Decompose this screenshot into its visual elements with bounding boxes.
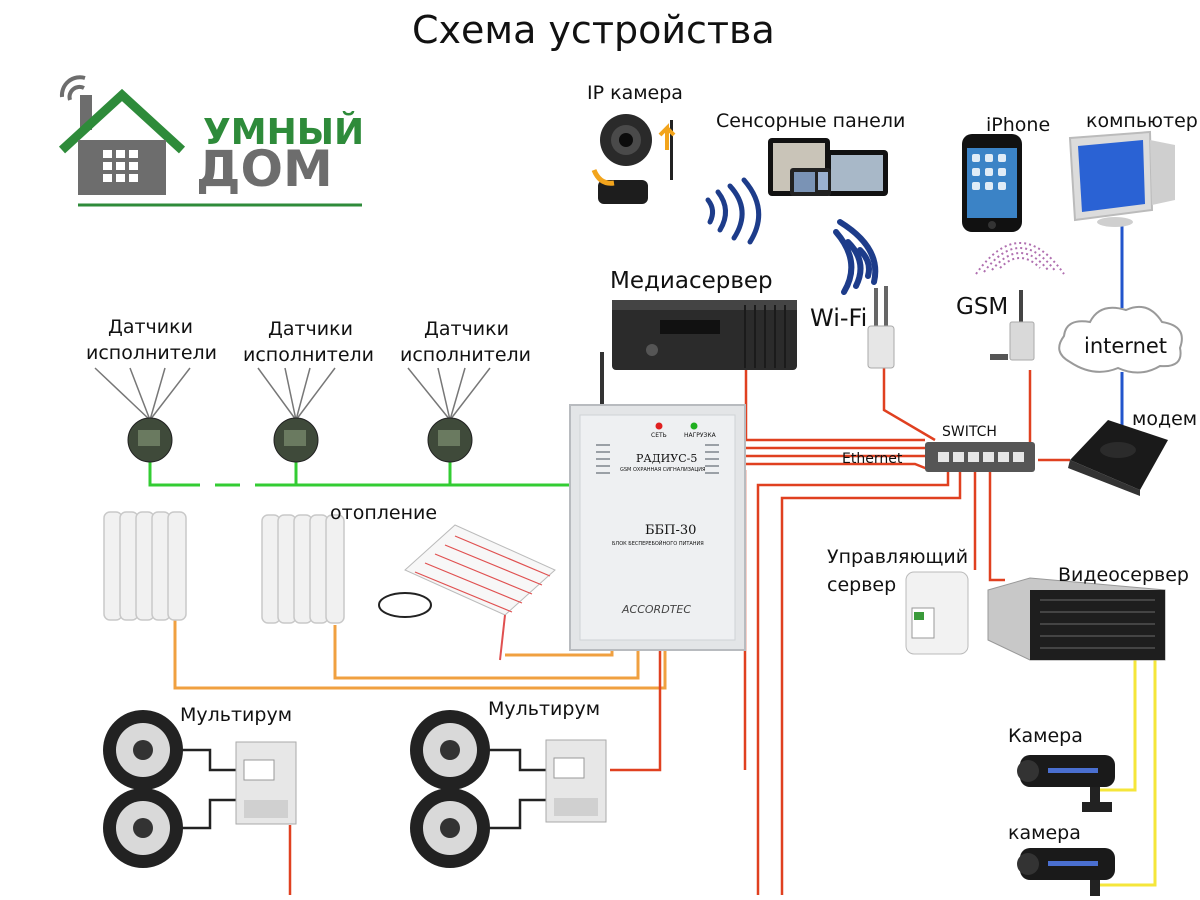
wifi-access-point-device [867,286,895,369]
radiator-2 [261,514,345,624]
wifi-signal-icon [833,219,879,295]
heating-mat-device [378,524,556,661]
panel-ups-model: ББП-30 [645,523,697,538]
iphone-device [962,134,1022,232]
logo-text-line2: ДОМ [196,140,333,198]
panel-status-1: СЕТЬ [651,432,667,439]
multiroom-label-2: Мультирум [488,698,601,720]
sensors-label-3-line1: Датчики [424,318,509,340]
smart-home-logo [58,75,362,207]
multiroom-module-1 [235,741,297,825]
heating-label: отопление [330,502,438,524]
ethernet-label: Ethernet [842,451,903,467]
sensor-bus-wire [148,460,570,487]
speaker-1 [103,710,183,790]
sensor-module-3 [407,367,491,463]
heating-wire [173,620,667,690]
sensors-label-3-line2: исполнители [400,344,532,366]
gsm-module-device [990,290,1035,361]
camera-2-label: камера [1008,822,1081,844]
speaker-4 [410,788,490,868]
camera-2-device [1017,848,1115,896]
multiroom-label-1: Мультирум [180,704,293,726]
sensors-label-1-line1: Датчики [108,316,193,338]
computer-label: компьютер [1086,110,1198,132]
video-server-device [987,577,1166,661]
control-server-label-line2: сервер [827,574,897,596]
logo-text-line1: УМНЫЙ [203,112,365,153]
video-server-label: Видеосервер [1058,564,1189,586]
camera-1-device [1017,755,1115,812]
sensor-module-1 [94,367,191,463]
network-switch-device [925,442,1035,472]
sensors-label-1-line2: исполнители [86,342,218,364]
speaker-3 [410,710,490,790]
internet-cloud-icon [1058,306,1183,374]
page-title: Схема устройства [412,8,775,52]
gsm-label: GSM [956,294,1009,320]
alarm-panel-device [569,352,746,651]
modem-label: модем [1132,408,1198,430]
ip-camera-device [591,114,676,204]
modem-device [1068,420,1168,496]
speaker-2 [103,788,183,868]
panel-subtitle: GSM ОХРАННАЯ СИГНАЛИЗАЦИЯ [620,467,706,473]
wifi-label: Wi-Fi [810,304,868,332]
computer-device [1068,130,1175,227]
sensors-label-2-line1: Датчики [268,318,353,340]
internet-label: internet [1084,334,1168,358]
video-wire [1100,660,1157,887]
ip-camera-label: IP камера [587,82,683,104]
control-server-label-line1: Управляющий [827,546,969,568]
ip-camera-wifi-icon [705,177,762,245]
multiroom-module-2 [545,739,607,823]
panel-brand: ACCORDTEC [622,603,692,616]
touch-panels-device [768,138,888,196]
panel-status-2: НАГРУЗКА [684,432,716,439]
touch-panels-label: Сенсорные панели [716,110,906,132]
gsm-signal-icon [975,242,1065,275]
iphone-label: iPhone [986,114,1051,136]
camera-1-label: Камера [1008,725,1083,747]
switch-label: SWITCH [942,424,997,440]
mediaserver-label: Медиасервер [610,268,773,294]
control-server-device [905,571,969,655]
panel-model: РАДИУС-5 [636,452,698,465]
sensor-module-2 [257,367,336,463]
mediaserver-device [612,300,797,370]
sensors-label-2-line2: исполнители [243,344,375,366]
speaker-wire [180,748,546,830]
panel-ups-subtitle: БЛОК БЕСПЕРЕБОЙНОГО ПИТАНИЯ [612,541,704,547]
radiator-1 [103,511,187,621]
